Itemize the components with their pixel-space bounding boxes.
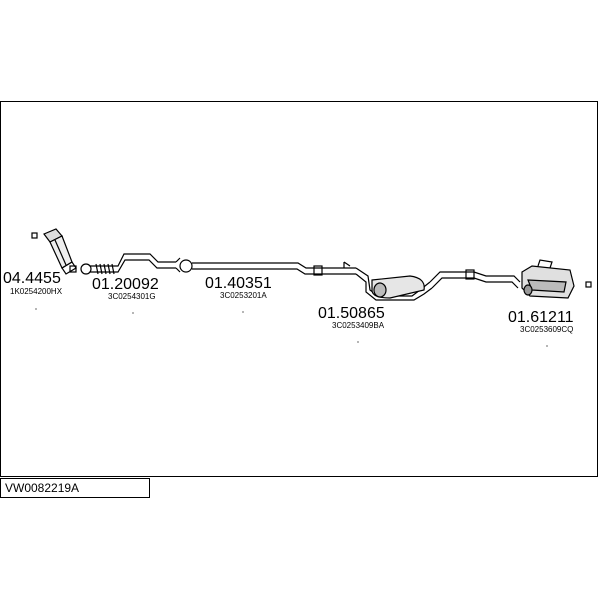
oe-code: 3C0253409BA	[332, 321, 385, 330]
gasket-part	[69, 265, 77, 273]
exhaust-system-drawing	[31, 228, 592, 301]
oe-code: 1K0254200HX	[10, 287, 63, 296]
front-pipe	[80, 253, 193, 275]
part-number: 01.20092	[92, 276, 159, 293]
document-code: VW0082219A	[0, 478, 150, 498]
middle-silencer	[355, 267, 433, 301]
oe-code: 3C0253609CQ	[520, 325, 573, 334]
part-number: 01.50865	[318, 305, 385, 322]
oe-code: 3C0253201A	[220, 291, 267, 300]
rear-pipe	[429, 269, 521, 289]
clamp-part	[31, 232, 38, 239]
diagram-frame	[0, 101, 598, 477]
oe-code: 3C0254301G	[108, 292, 156, 301]
part-number: 04.4455	[3, 270, 61, 287]
catalytic-converter	[43, 228, 77, 275]
part-labels: 04.4455 1K0254200HX 01.20092 3C0254301G …	[3, 270, 574, 334]
centre-pipe	[192, 261, 356, 276]
part-number: 01.61211	[508, 309, 574, 326]
part-number: 01.40351	[205, 275, 272, 292]
rear-silencer	[521, 259, 592, 299]
leader-dots	[35, 308, 548, 347]
